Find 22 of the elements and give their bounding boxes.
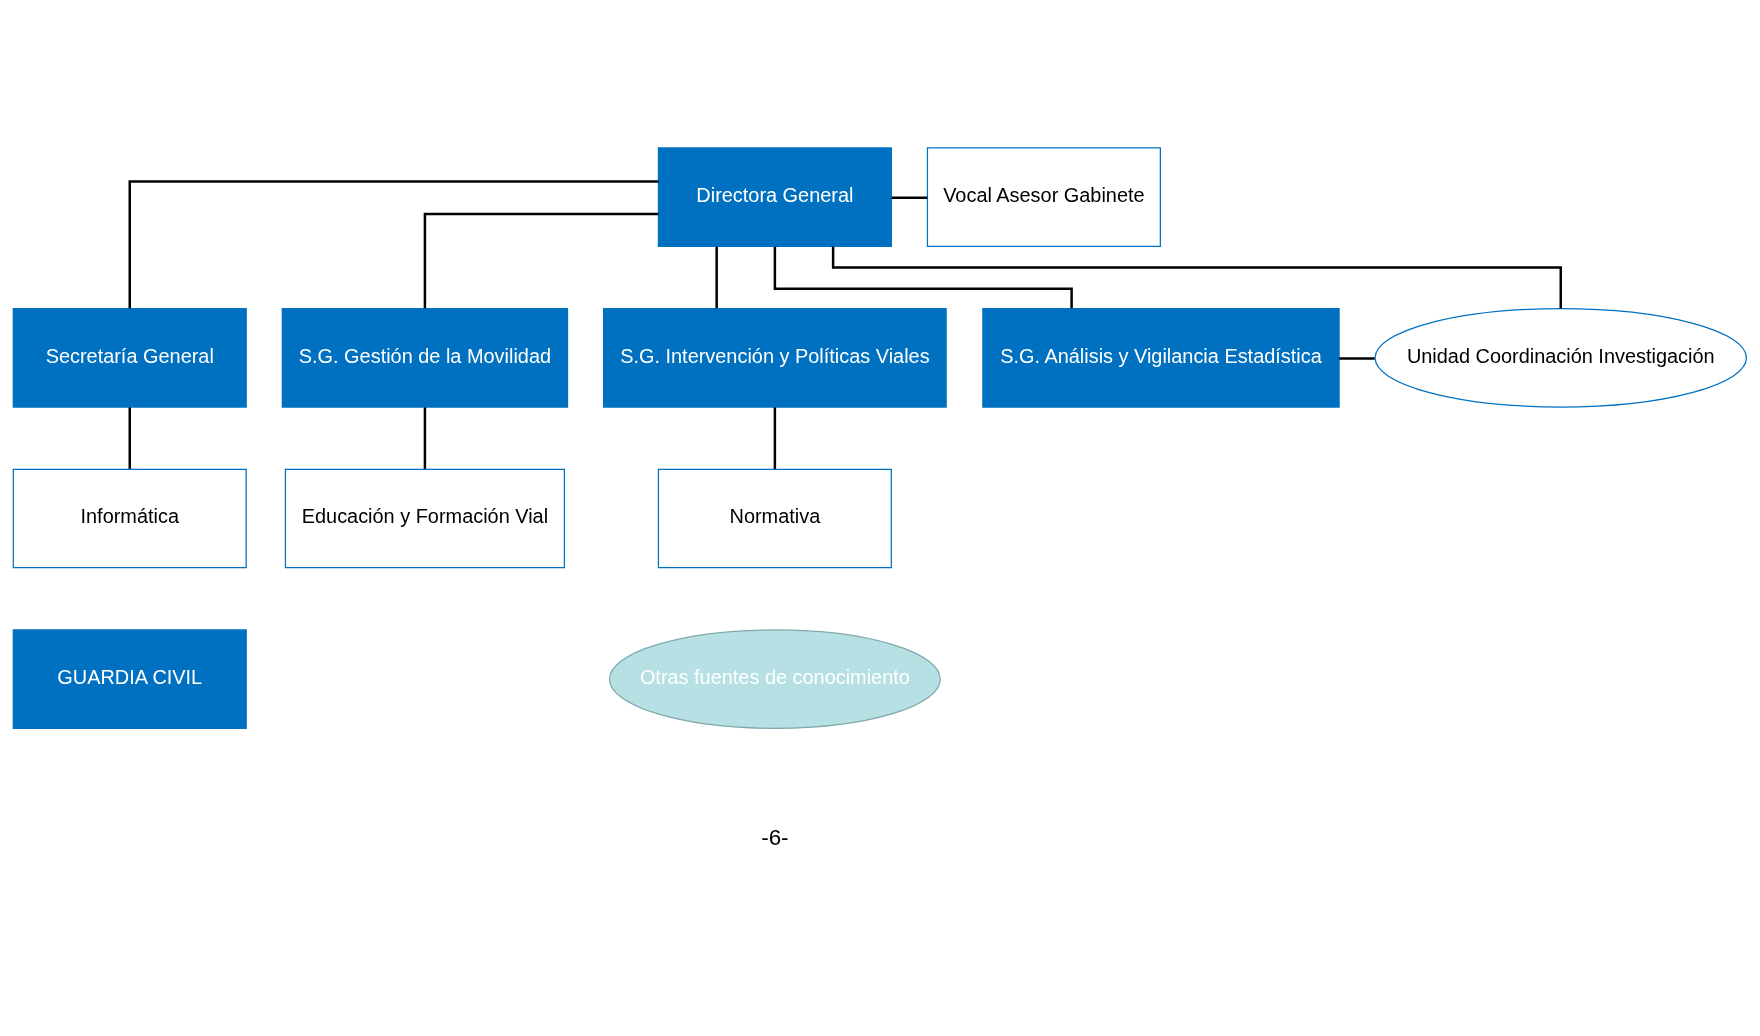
- connector: [773, 406, 777, 469]
- node-box: S.G. Gestión de la Movilidad: [281, 307, 569, 408]
- node-box: GUARDIA CIVIL: [12, 628, 247, 729]
- connector: [1339, 356, 1375, 360]
- node-box: S.G. Análisis y Vigilancia Estadística: [982, 307, 1340, 408]
- node-box: Directora General: [657, 146, 892, 247]
- node-ellipse: Unidad Coordinación Investigación: [1374, 307, 1748, 408]
- node-ellipse: Otras fuentes de conocimiento: [608, 628, 941, 729]
- connector: [773, 246, 1073, 308]
- node-box: Secretaría General: [12, 307, 247, 408]
- node-box: Vocal Asesor Gabinete: [926, 146, 1161, 247]
- connector: [128, 179, 659, 308]
- node-box: Informática: [12, 468, 247, 568]
- connector: [423, 406, 427, 469]
- label: -6-: [761, 824, 789, 850]
- connector: [891, 196, 928, 199]
- connector: [128, 406, 131, 469]
- connector: [715, 246, 718, 308]
- node-box: Educación y Formación Vial: [284, 468, 566, 568]
- node-box: S.G. Intervención y Políticas Viales: [603, 307, 947, 408]
- node-box: Normativa: [657, 468, 892, 568]
- connector: [423, 212, 659, 308]
